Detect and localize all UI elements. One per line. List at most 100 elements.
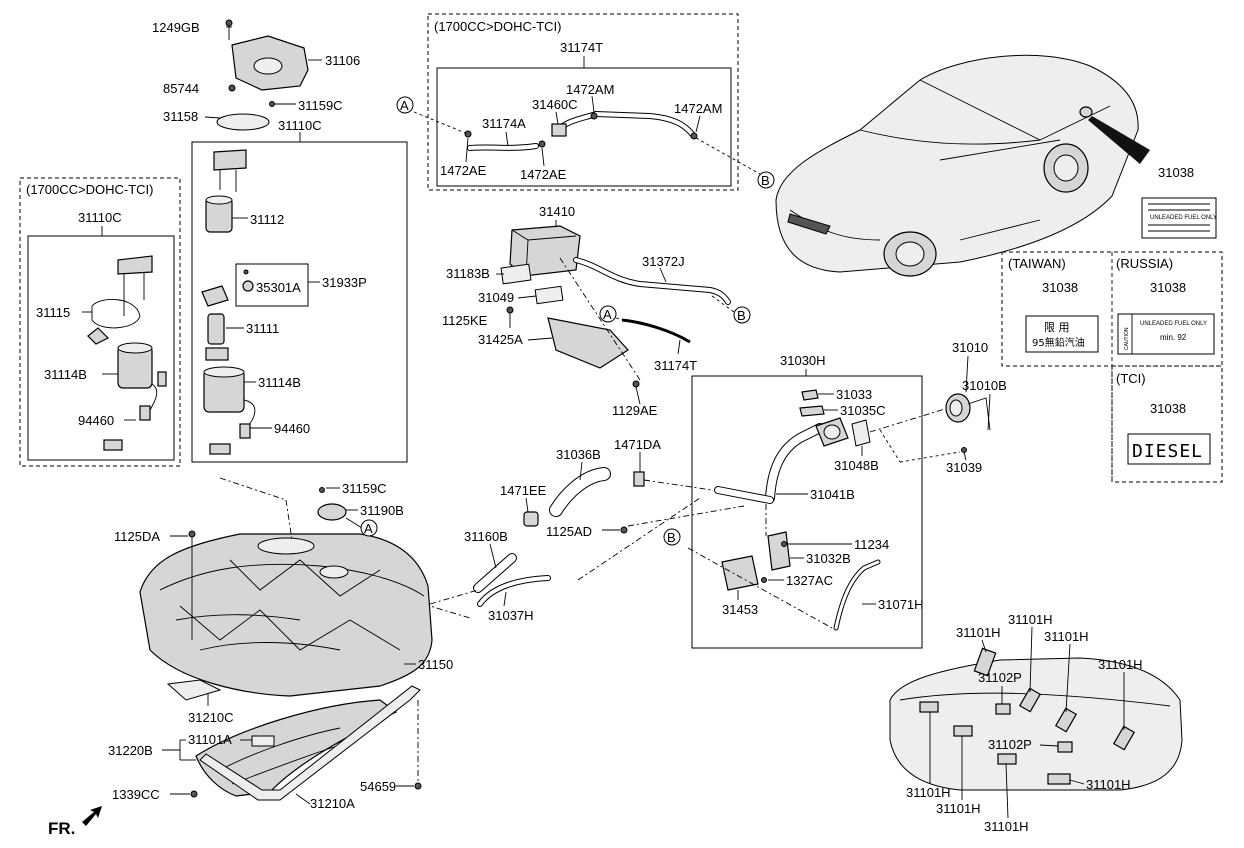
fuel-tank xyxy=(139,533,433,697)
nut-icon xyxy=(228,84,236,92)
canister-pad-1 xyxy=(500,263,532,285)
callout-B-1: B xyxy=(757,171,775,189)
label-85744: 85744 xyxy=(163,81,199,96)
callout-A-2: A xyxy=(599,305,617,323)
label-31372J: 31372J xyxy=(642,254,685,269)
taiwan-title: (TAIWAN) xyxy=(1008,256,1066,271)
tank-strap-front xyxy=(199,685,421,801)
bolt-icon xyxy=(188,530,196,538)
label-31101H-1: 31101H xyxy=(956,625,1001,640)
callout-B-2: B xyxy=(733,306,751,324)
clamp-1471DA xyxy=(633,471,645,487)
label-31010B: 31010B xyxy=(962,378,1007,393)
bolt-icon xyxy=(632,380,640,388)
label-1472AE-a: 1472AE xyxy=(440,163,487,178)
tci-label-box xyxy=(1111,365,1223,483)
front-arrow-icon xyxy=(82,806,102,826)
label-31101H-2: 31101H xyxy=(1008,612,1053,627)
label-31101H-7: 31101H xyxy=(984,819,1029,834)
sensor-subbox xyxy=(235,263,309,307)
front-indicator: FR. xyxy=(48,819,75,838)
bolt-icon xyxy=(506,306,514,314)
filler-bracket xyxy=(767,531,791,571)
label-31425A: 31425A xyxy=(478,332,523,347)
label-1339CC: 1339CC xyxy=(112,787,160,802)
callout-A-3: A xyxy=(360,519,378,537)
label-94460-tci: 94460 xyxy=(78,413,114,428)
label-31035C: 31035C xyxy=(840,403,886,418)
label-31150: 31150 xyxy=(418,657,453,672)
tank-cap xyxy=(317,503,347,521)
pump-connector xyxy=(205,347,229,361)
label-1129AE: 1129AE xyxy=(612,403,658,418)
filler-gasket xyxy=(851,419,871,447)
label-31033: 31033 xyxy=(836,387,872,402)
taiwan-decal-line2: 95無鉛汽油 xyxy=(1032,336,1085,349)
taiwan-decal xyxy=(1025,315,1099,353)
tci-float xyxy=(103,439,123,451)
pad-31101A xyxy=(251,735,275,747)
pump-bracket xyxy=(213,149,247,171)
car-illustration xyxy=(775,54,1150,277)
label-31220B: 31220B xyxy=(108,743,153,758)
tci-pump-dashed-box xyxy=(19,177,181,467)
label-1125KE: 1125KE xyxy=(442,313,488,328)
tci-pump-title: (1700CC>DOHC-TCI) xyxy=(26,182,154,197)
regulator xyxy=(201,285,229,307)
label-31159C-b: 31159C xyxy=(342,481,387,496)
label-31101A: 31101A xyxy=(188,732,232,747)
fuel-level-float xyxy=(209,443,231,455)
label-31114B-main: 31114B xyxy=(258,375,301,390)
label-1125DA: 1125DA xyxy=(114,529,160,544)
label-31102P-1: 31102P xyxy=(978,670,1022,685)
nut-icon xyxy=(190,790,198,798)
svg-text:A: A xyxy=(603,307,612,322)
label-1472AM-b: 1472AM xyxy=(674,101,722,116)
label-31183B: 31183B xyxy=(446,266,490,281)
label-1249GB: 1249GB xyxy=(152,20,200,35)
label-31101H-4: 31101H xyxy=(1098,657,1143,672)
fuel-pump-box xyxy=(191,141,408,463)
label-31114B-tci: 31114B xyxy=(44,367,87,382)
tci-pump-bracket xyxy=(117,255,153,275)
screw-icon xyxy=(269,101,275,107)
label-31112: 31112 xyxy=(250,212,284,227)
label-31159C-top: 31159C xyxy=(298,98,343,113)
label-31071H: 31071H xyxy=(878,597,924,612)
label-31460C: 31460C xyxy=(532,97,578,112)
fuel-pump-motor xyxy=(207,313,225,345)
charcoal-canister xyxy=(509,225,581,277)
sensor-part xyxy=(242,280,254,292)
bolt-icon xyxy=(620,526,628,534)
label-31049: 31049 xyxy=(478,290,514,305)
tci-float-arm xyxy=(91,299,141,329)
gasket-ring xyxy=(216,113,270,131)
label-31101H-3: 31101H xyxy=(1044,629,1089,644)
label-31038-russia: 31038 xyxy=(1150,280,1186,295)
label-31032B: 31032B xyxy=(806,551,851,566)
label-31210C: 31210C xyxy=(188,710,234,725)
canister-pad-2 xyxy=(534,285,564,305)
label-31038-car: 31038 xyxy=(1158,165,1194,180)
label-31101H-8: 31101H xyxy=(1086,777,1131,792)
label-31036B: 31036B xyxy=(556,447,601,462)
tank-pad-view xyxy=(889,647,1183,791)
nut-icon xyxy=(414,782,422,790)
label-31111: 31111 xyxy=(246,321,279,336)
label-31106: 31106 xyxy=(325,53,360,68)
label-35301A: 35301A xyxy=(256,280,301,295)
label-31038-tci: 31038 xyxy=(1150,401,1186,416)
label-1472AM-a: 1472AM xyxy=(566,82,614,97)
svg-text:B: B xyxy=(737,308,746,323)
svg-text:B: B xyxy=(761,173,770,188)
label-54659: 54659 xyxy=(360,779,396,794)
taiwan-decal-line1: 限 用 xyxy=(1044,321,1070,334)
label-1471EE: 1471EE xyxy=(500,483,547,498)
label-31037H: 31037H xyxy=(488,608,534,623)
clamp-1471EE xyxy=(523,511,539,527)
diesel-decal xyxy=(1127,433,1211,465)
label-31158: 31158 xyxy=(163,109,198,124)
callout-B-3: B xyxy=(663,528,681,546)
label-31174T-mid: 31174T xyxy=(654,358,697,373)
